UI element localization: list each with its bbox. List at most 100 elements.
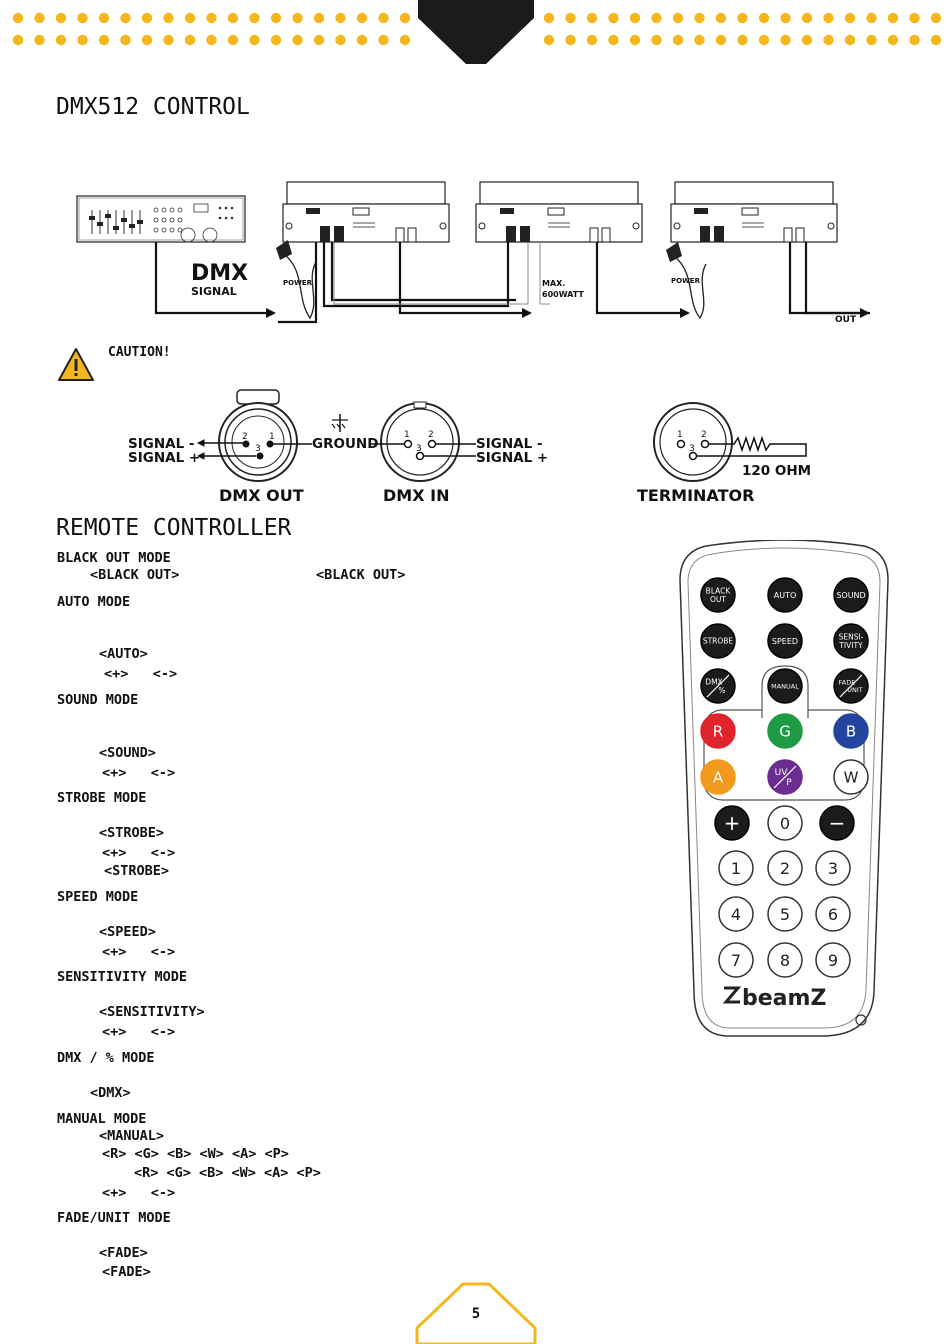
mode-line: <+> <-> (102, 1185, 176, 1201)
power-label-2: POWER (671, 277, 701, 285)
mode-line: <BLACK OUT> (316, 567, 406, 583)
dmx-section-title: DMX512 CONTROL (56, 94, 250, 120)
fixture-1 (282, 181, 450, 243)
page-number: 5 (471, 1306, 481, 1322)
mode-line: <FADE> (99, 1245, 148, 1261)
sensitivity-button: SENSI-TIVITY (833, 623, 869, 659)
speed-button: SPEED (767, 623, 803, 659)
mode-line: <MANUAL> (99, 1128, 165, 1144)
mode-line: <BLACK OUT> (90, 567, 180, 583)
minus-button: − (819, 805, 855, 841)
svg-text:P: P (786, 778, 792, 788)
number-9-button: 9 (815, 942, 851, 978)
svg-text:3: 3 (416, 444, 422, 454)
signal-label: SIGNAL (191, 285, 237, 298)
number-6-button: 6 (815, 896, 851, 932)
dmx-in-label: DMX IN (383, 486, 449, 505)
beamz-logo-icon (722, 986, 742, 1004)
amber-button: A (700, 759, 736, 795)
dmx-chain-diagram: DMX SIGNAL POWER POWER MAX. 600WATT OUT (76, 181, 870, 325)
mode-title-speed: SPEED MODE (57, 889, 139, 905)
svg-text:TIVITY: TIVITY (838, 641, 863, 650)
svg-text:SENSI-: SENSI- (839, 632, 864, 641)
signal-minus-label-left: SIGNAL - (128, 436, 194, 452)
svg-text:W: W (844, 768, 859, 786)
terminator-label: TERMINATOR (637, 486, 754, 505)
dmx-controller-device (76, 195, 246, 243)
svg-text:3: 3 (255, 444, 261, 454)
ohm-label: 120 OHM (742, 463, 811, 479)
mode-line: <STROBE> (104, 863, 170, 879)
signal-plus-label-left: SIGNAL + (128, 450, 200, 466)
fixture-3 (670, 181, 838, 243)
svg-text:3: 3 (689, 444, 695, 454)
blue-button: B (833, 713, 869, 749)
dmx-button: DMX% (700, 668, 736, 704)
dmx-out-connector (218, 389, 298, 482)
svg-text:DMX: DMX (705, 677, 722, 686)
green-button: G (767, 713, 803, 749)
number-5-button: 5 (767, 896, 803, 932)
zero-button: 0 (767, 805, 803, 841)
svg-text:2: 2 (428, 430, 434, 440)
plus-button: + (714, 805, 750, 841)
power-label-1: POWER (283, 279, 313, 287)
fixture-2 (475, 181, 643, 243)
svg-text:9: 9 (828, 951, 838, 970)
white-button: W (833, 759, 869, 795)
svg-text:−: − (829, 811, 846, 835)
dmx-label: DMX (191, 261, 248, 286)
mode-line: <AUTO> (99, 646, 148, 662)
uv-button: UVP (767, 759, 803, 795)
svg-text:7: 7 (731, 951, 741, 970)
remote-brand-label: beamZ (742, 986, 826, 1011)
signal-minus-label-right: SIGNAL - (476, 436, 542, 452)
mode-line: <SOUND> (99, 745, 156, 761)
watt-label: 600WATT (542, 290, 584, 299)
svg-text:A: A (713, 768, 724, 786)
mode-line: <+> <-> (102, 944, 176, 960)
svg-text:MANUAL: MANUAL (771, 682, 799, 690)
number-3-button: 3 (815, 850, 851, 886)
svg-text:3: 3 (828, 859, 838, 878)
number-8-button: 8 (767, 942, 803, 978)
ground-label: GROUND (312, 436, 378, 452)
max-label: MAX. (542, 279, 565, 288)
number-1-button: 1 (718, 850, 754, 886)
mode-line: <+> <-> (102, 1024, 176, 1040)
svg-text:+: + (724, 811, 741, 835)
svg-text:AUTO: AUTO (774, 591, 797, 600)
number-2-button: 2 (767, 850, 803, 886)
dmx-out-label: DMX OUT (219, 486, 304, 505)
svg-text:FADE: FADE (839, 679, 856, 687)
svg-text:6: 6 (828, 905, 838, 924)
mode-title-auto: AUTO MODE (57, 594, 131, 610)
mode-line: <+> <-> (102, 765, 176, 781)
sound-button: SOUND (833, 577, 869, 613)
svg-text:G: G (779, 722, 791, 740)
strobe-button: STROBE (700, 623, 736, 659)
mode-title-strobe: STROBE MODE (57, 790, 147, 806)
mode-line: <FADE> (102, 1264, 151, 1280)
svg-text:STROBE: STROBE (703, 637, 734, 646)
svg-text:BLACK: BLACK (706, 586, 732, 595)
svg-text:0: 0 (780, 814, 790, 833)
manual-button: MANUAL (767, 668, 803, 704)
svg-text:SOUND: SOUND (836, 591, 865, 600)
remote-section-title: REMOTE CONTROLLER (56, 515, 292, 541)
mode-line: <SPEED> (99, 924, 156, 940)
svg-text:1: 1 (269, 432, 275, 442)
mode-title-blackout: BLACK OUT MODE (57, 550, 171, 566)
mode-line: <SENSITIVITY> (99, 1004, 205, 1020)
connector-pinout-diagram: 2 1 3 1 2 3 1 2 3 SIGNAL (128, 389, 811, 505)
svg-text:SPEED: SPEED (772, 637, 798, 646)
svg-text:%: % (718, 686, 725, 695)
dmx-in-connector (380, 401, 460, 482)
header-decoration (12, 0, 942, 64)
svg-text:4: 4 (731, 905, 741, 924)
svg-text:1: 1 (677, 430, 683, 440)
page-number-badge (415, 1282, 537, 1344)
mode-title-fade: FADE/UNIT MODE (57, 1210, 171, 1226)
